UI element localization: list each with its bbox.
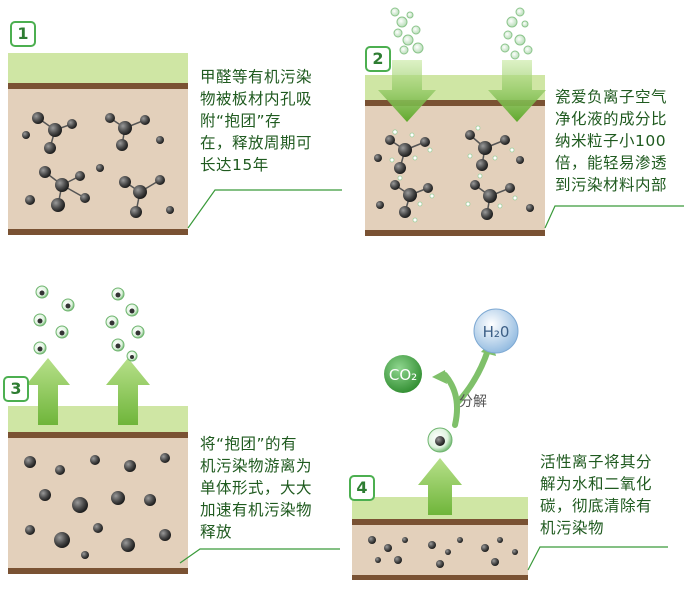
up-arrow [418, 458, 462, 515]
h2o-circle [473, 308, 519, 354]
step-number-2: 2 [365, 46, 391, 72]
caption-step-1: 甲醛等有机污染 物被板材内孔吸 附“抱团”存 在，释放周期可 长达15年 [200, 68, 313, 174]
panel-2 [365, 7, 546, 236]
co2-label: CO₂ [389, 366, 417, 384]
up-arrow-left [26, 358, 70, 425]
h2o-label: H₂0 [483, 323, 510, 341]
panel-1 [8, 53, 188, 235]
caption-step-4: 活性离子将其分 解为水和二氧化 碳，彻底清除有 机污染物 [540, 453, 653, 537]
ion-particles [389, 125, 518, 223]
caption-leader-lines [179, 189, 684, 571]
released-molecules [33, 285, 145, 362]
co2-circle [384, 355, 422, 393]
step-number-1: 1 [10, 21, 36, 47]
caption-step-2: 瓷爱负离子空气 净化液的成分比 纳米粒子小100 倍，能轻易渗透 到污染材料内部 [555, 88, 668, 194]
water-bubbles-right [500, 7, 533, 60]
down-arrow-right [488, 60, 546, 122]
down-arrow-left [378, 60, 436, 122]
step-number-4: 4 [349, 475, 375, 501]
panel-3 [8, 285, 188, 574]
panel-4: CO₂ H₂0 分解 [352, 308, 528, 580]
water-bubbles-left [390, 7, 424, 55]
caption-step-3: 将“抱团”的有 机污染物游离为 单体形式，大大 加速有机污染物 释放 [200, 435, 313, 541]
up-arrow-right [106, 358, 150, 425]
pollutant-molecules [22, 112, 174, 218]
step-number-3: 3 [3, 376, 29, 402]
decompose-label: 分解 [459, 394, 487, 410]
branch-arrow-co2 [442, 372, 460, 428]
branch-arrow-h2o [455, 347, 491, 405]
